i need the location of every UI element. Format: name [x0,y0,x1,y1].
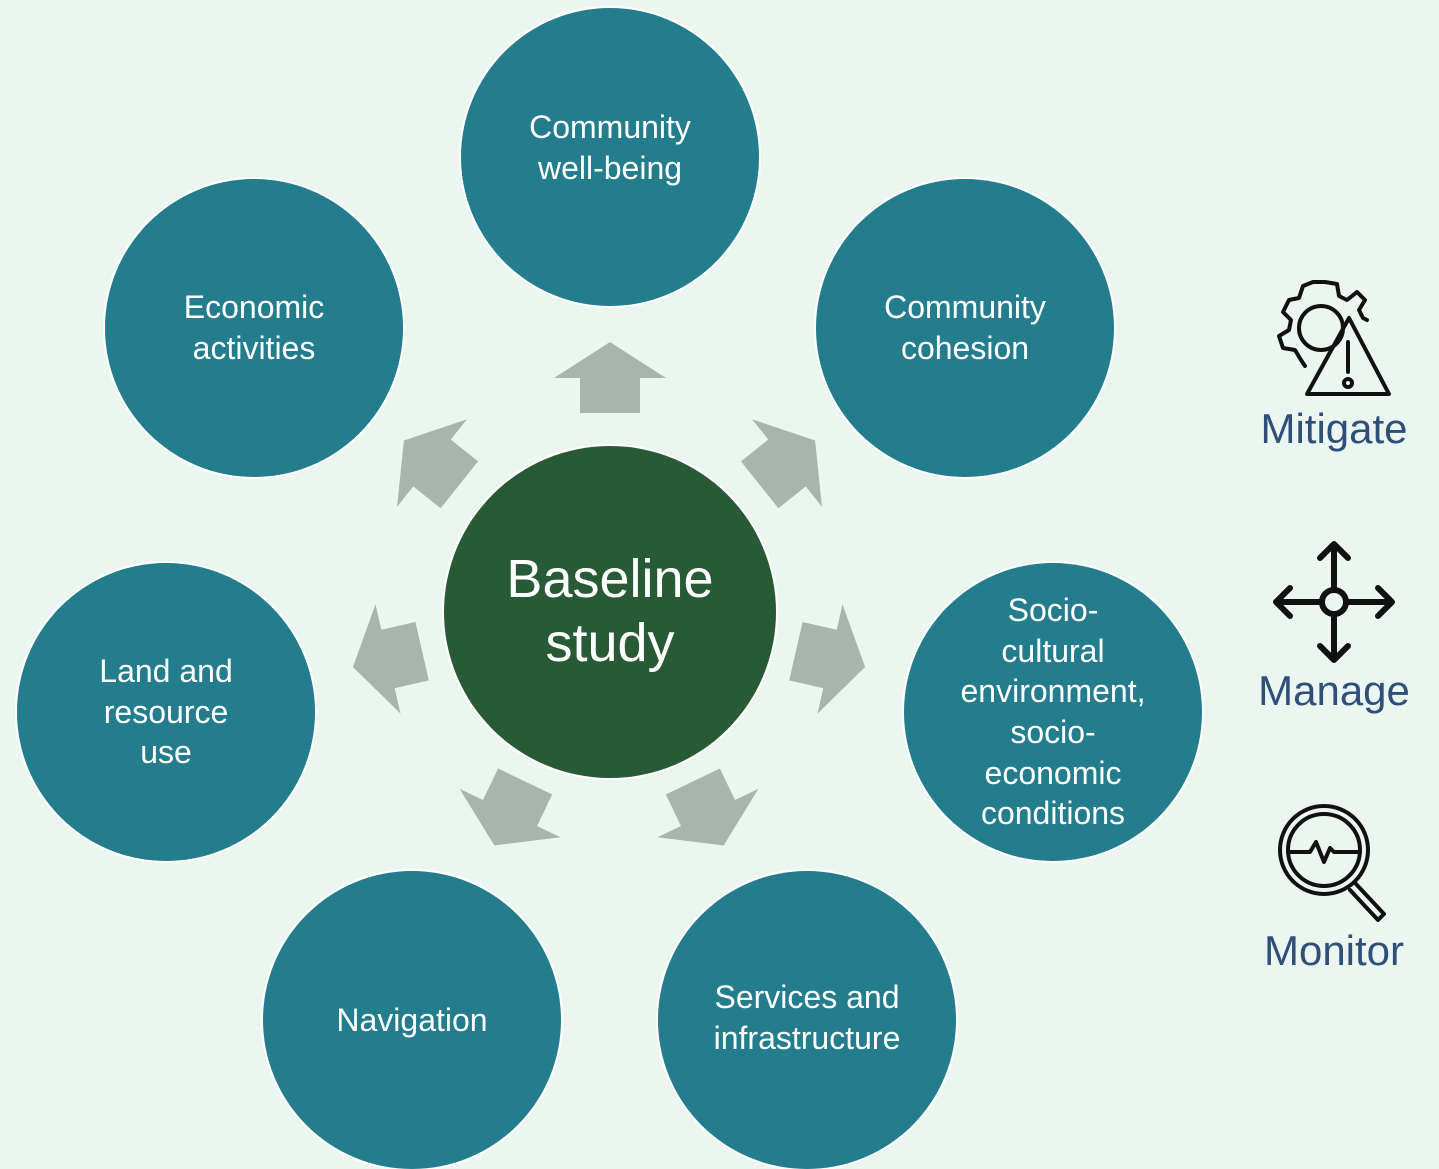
magnifier-pulse-icon [1278,804,1386,922]
gear-warning-icon [1277,280,1391,396]
arrow-to-services [657,768,759,846]
node-community-cohesion: Community cohesion [816,179,1114,477]
node-socio-cultural: Socio- cultural environment, socio- econ… [904,563,1202,861]
node-services-infrastructure: Services and infrastructure [658,871,956,1169]
monitor-label: Monitor [1263,927,1405,974]
arrow-to-community-cohesion [740,419,822,509]
side-monitor: Monitor [1234,800,1434,972]
node-navigation: Navigation [263,871,561,1169]
arrow-to-community-well-being [554,342,666,413]
side-mitigate: Mitigate [1234,276,1434,450]
arrow-to-economic [397,419,479,509]
arrow-to-land-use [352,604,429,714]
manage-label: Manage [1258,667,1410,714]
side-manage: Manage [1234,540,1434,712]
node-economic-activities: Economic activities [105,179,403,477]
move-arrows-icon [1273,541,1395,663]
node-community-well-being: Community well-being [461,8,759,306]
mitigate-label: Mitigate [1260,405,1408,452]
node-land-resource-use: Land and resource use [17,563,315,861]
arrow-to-navigation [459,768,561,846]
arrow-to-socio-cultural [789,604,866,714]
center-baseline-study: Baseline study [444,446,776,778]
